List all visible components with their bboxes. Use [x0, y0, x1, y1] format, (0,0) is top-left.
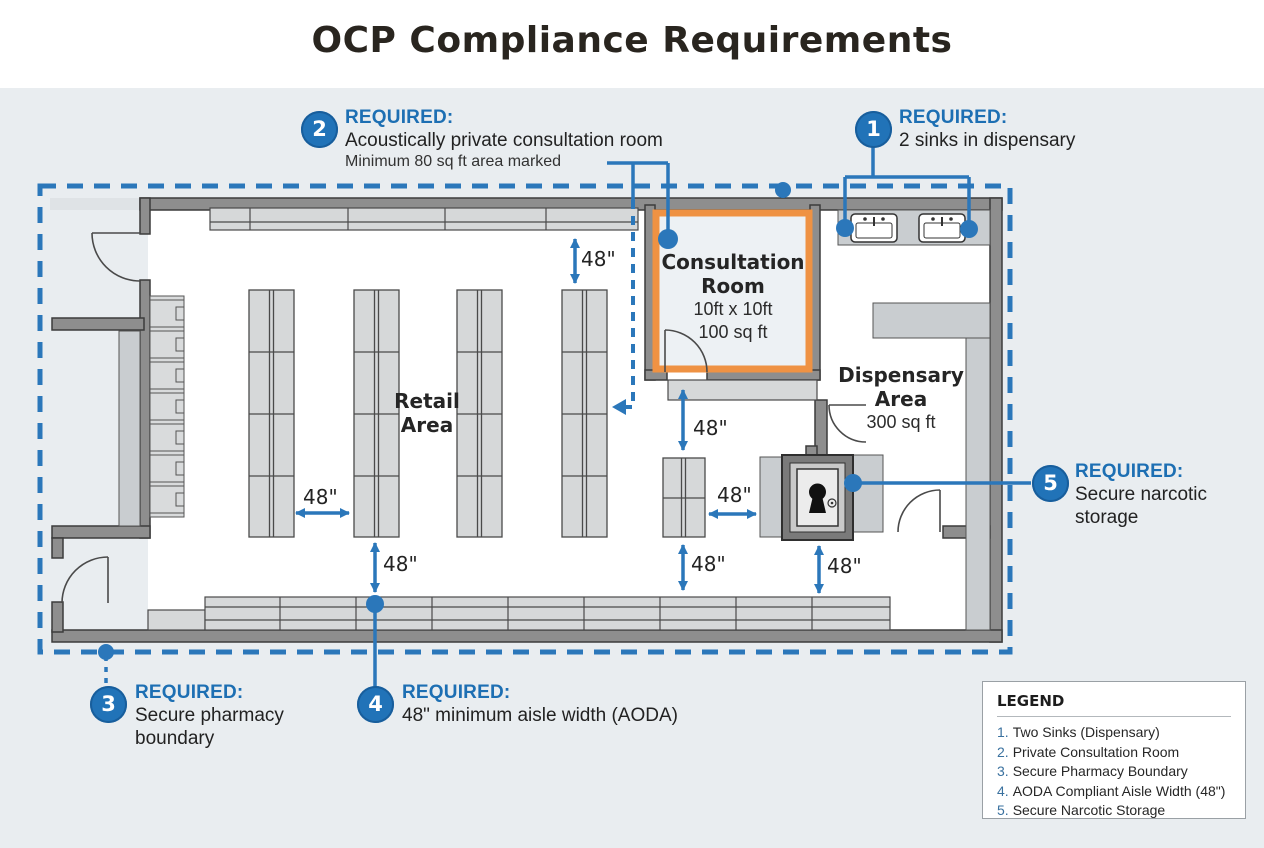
checkout-modules — [149, 295, 185, 518]
dim-label-bottom-mid: 48" — [691, 552, 726, 576]
callout-1: REQUIRED: 2 sinks in dispensary — [899, 107, 1075, 152]
dispensary-area-name: Dispensary Area — [838, 363, 964, 411]
retail-area-name: Retail Area — [394, 389, 460, 437]
narcotic-safe — [759, 454, 884, 541]
dim-label-bottom-safe: 48" — [827, 554, 862, 578]
legend-divider — [997, 716, 1231, 717]
callout-1-heading: REQUIRED: — [899, 107, 1008, 128]
dispensary-area-size: 300 sq ft — [866, 412, 936, 432]
entry-mat — [50, 198, 140, 210]
vestibule-counter — [118, 330, 141, 527]
door-consultation — [664, 329, 708, 373]
legend-item-3-label: Secure Pharmacy Boundary — [1012, 763, 1188, 779]
callout-3-text: Secure pharmacy boundary — [135, 705, 284, 749]
callout-5-badge: 5 — [1032, 465, 1069, 502]
callout-5-text: Secure narcotic storage — [1075, 484, 1208, 528]
callout-4-badge: 4 — [357, 686, 394, 723]
callout-3-heading: REQUIRED: — [135, 682, 244, 703]
legend-item-2: 2.Private Consultation Room — [997, 743, 1231, 763]
legend-item-4-label: AODA Compliant Aisle Width (48") — [1012, 782, 1226, 799]
dim-label-mid: 48" — [693, 416, 728, 440]
dimension-arrows — [295, 238, 824, 594]
legend-item-1-label: Two Sinks (Dispensary) — [1012, 724, 1160, 740]
callout-4-heading: REQUIRED: — [402, 682, 511, 703]
consultation-room-label: Consultation Room 10ft x 10ft 100 sq ft — [653, 250, 813, 344]
dispensary-area-label: Dispensary Area 300 sq ft — [836, 363, 966, 434]
callout-connectors — [104, 147, 1031, 688]
top-shelf-run — [209, 207, 639, 231]
legend-item-2-label: Private Consultation Room — [1012, 743, 1180, 760]
page-title: OCP Compliance Requirements — [311, 20, 953, 61]
consultation-room-name: Consultation Room — [661, 250, 805, 298]
legend-item-1: 1.Two Sinks (Dispensary) — [997, 723, 1231, 743]
legend-item-2-num: 2. — [997, 743, 1009, 760]
dim-label-aisle-right: 48" — [717, 483, 752, 507]
header-band — [0, 0, 1264, 88]
legend-box: LEGEND 1.Two Sinks (Dispensary) 2.Privat… — [982, 681, 1246, 819]
consultation-area-marking — [612, 200, 635, 415]
dispensary-counter-horizontal — [872, 302, 991, 339]
connector-callout-1 — [843, 147, 971, 229]
door-bottom-left — [61, 556, 109, 604]
sink-icon-left — [850, 213, 898, 243]
boundary-dot-top — [775, 182, 791, 198]
callout-4-text: 48" minimum aisle width (AODA) — [402, 705, 678, 726]
consultation-room — [652, 209, 813, 373]
legend-item-5-label: Secure Narcotic Storage — [1012, 802, 1166, 818]
legend-item-3-num: 3. — [997, 763, 1009, 779]
callout-5: REQUIRED: Secure narcotic storage — [1075, 461, 1235, 529]
door-entrance-top-left — [91, 232, 141, 282]
keyhole-icon — [809, 483, 837, 513]
connector-callout-2 — [607, 161, 670, 238]
connector-dots — [366, 219, 978, 613]
legend-item-5: 5.Secure Narcotic Storage — [997, 801, 1231, 821]
callout-1-badge: 1 — [855, 111, 892, 148]
bottom-shelf-run — [147, 596, 891, 631]
dim-label-top: 48" — [581, 247, 616, 271]
callout-5-heading: REQUIRED: — [1075, 461, 1184, 482]
retail-area-label: Retail Area — [387, 389, 467, 437]
door-dispensary-rear — [897, 489, 941, 533]
consultation-room-area: 100 sq ft — [698, 322, 768, 342]
legend-item-4: 4.AODA Compliant Aisle Width (48") — [997, 782, 1231, 802]
dim-label-aisle-left: 48" — [303, 485, 338, 509]
aisle-shelving — [248, 289, 706, 538]
pharmacy-boundary-dashed — [37, 183, 1013, 655]
sink-icon-right — [918, 213, 966, 243]
boundary-dot-bottom — [98, 644, 114, 660]
dim-label-bottom-left: 48" — [383, 552, 418, 576]
legend-item-4-num: 4. — [997, 782, 1009, 799]
callout-2-badge: 2 — [301, 111, 338, 148]
door-swings — [61, 232, 941, 604]
callout-2-heading: REQUIRED: — [345, 107, 454, 128]
consultation-room-size: 10ft x 10ft — [693, 299, 773, 319]
legend-item-3: 3.Secure Pharmacy Boundary — [997, 762, 1231, 782]
callout-1-text: 2 sinks in dispensary — [899, 130, 1076, 151]
callout-3: REQUIRED: Secure pharmacy boundary — [135, 682, 310, 750]
door-dispensary-entry — [828, 404, 867, 443]
legend-item-5-num: 5. — [997, 802, 1009, 818]
callout-4: REQUIRED: 48" minimum aisle width (AODA) — [402, 682, 678, 727]
callout-2: REQUIRED: Acoustically private consultat… — [345, 107, 663, 172]
legend-title: LEGEND — [997, 692, 1065, 710]
callout-3-badge: 3 — [90, 686, 127, 723]
legend-item-1-num: 1. — [997, 724, 1009, 740]
callout-2-subtext: Minimum 80 sq ft area marked — [345, 153, 562, 170]
consultation-shelf — [667, 379, 818, 401]
callout-2-text: Acoustically private consultation room — [345, 130, 663, 151]
